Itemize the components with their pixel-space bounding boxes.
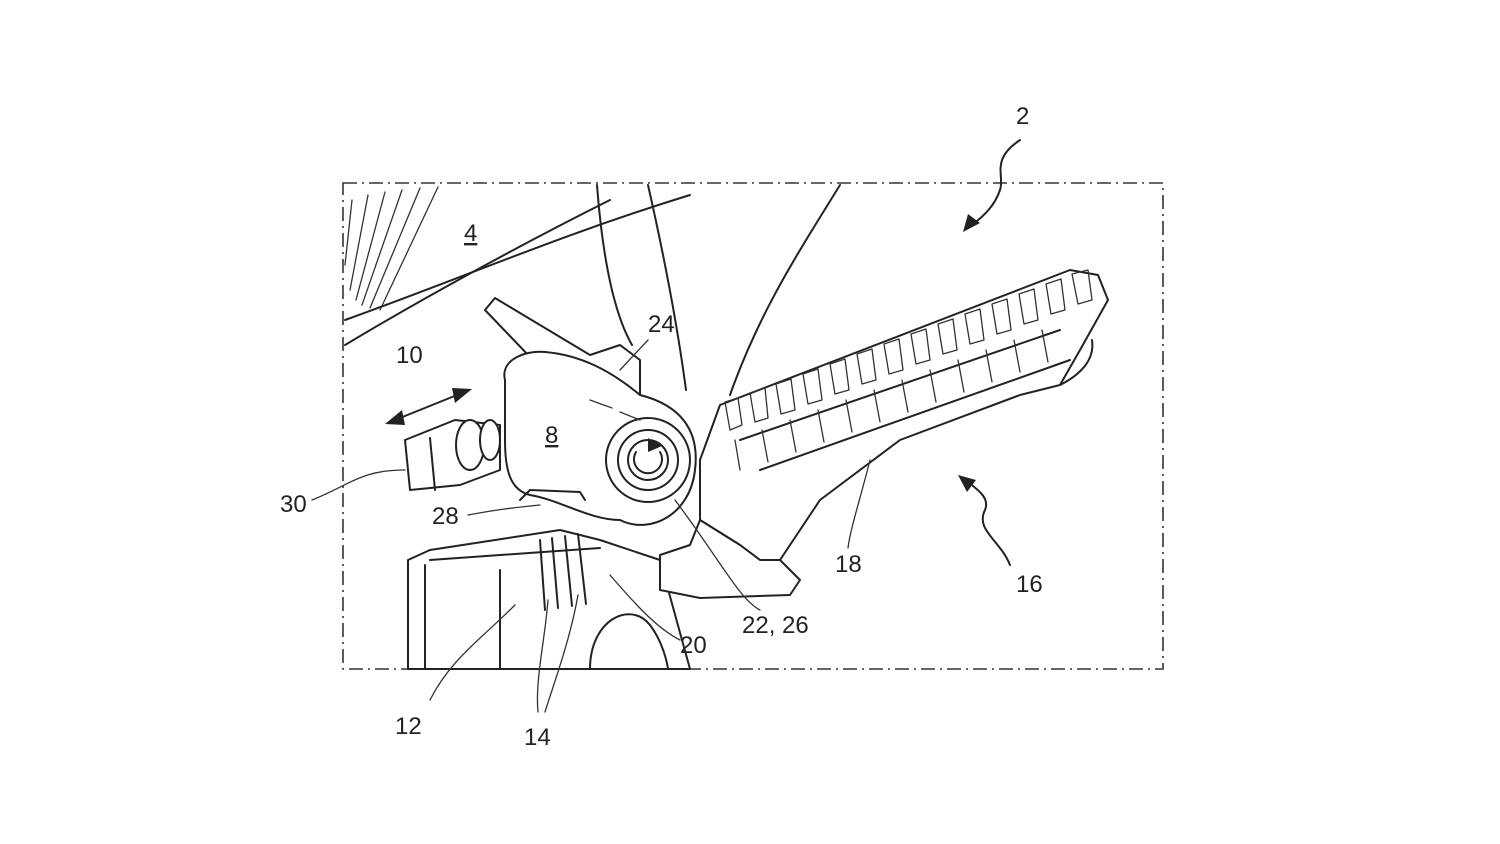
label-24: 24 <box>648 311 675 338</box>
leader-28 <box>467 504 541 516</box>
assembly-pointer-arrow-icon <box>963 139 1021 232</box>
peg-tread-teeth <box>724 269 1093 471</box>
leader-24 <box>619 339 649 371</box>
label-8: 8 <box>545 422 558 449</box>
leader-lines <box>311 339 871 713</box>
label-10: 10 <box>396 342 423 369</box>
slide-direction-arrow-icon <box>385 388 472 425</box>
footrest-peg <box>659 269 1109 599</box>
leader-18 <box>847 459 871 549</box>
vehicle-body-panel <box>344 184 841 396</box>
label-18: 18 <box>835 551 862 578</box>
leader-30 <box>311 469 406 501</box>
label-20: 20 <box>680 632 707 659</box>
pivot-bolt <box>589 399 691 503</box>
label-4: 4 <box>464 220 477 247</box>
leader-14b <box>544 594 579 713</box>
lower-bracket <box>407 529 691 670</box>
detail-frame <box>342 182 1164 670</box>
leader-22-26 <box>674 499 761 611</box>
peg-pointer-arrow-icon <box>958 475 1011 566</box>
label-28: 28 <box>432 503 459 530</box>
leader-14a <box>536 599 549 713</box>
label-30: 30 <box>280 491 307 518</box>
label-12: 12 <box>395 713 422 740</box>
locking-slider <box>404 419 501 491</box>
leader-12 <box>429 604 516 701</box>
label-22-26: 22, 26 <box>742 612 809 639</box>
rotation-arrow-icon <box>648 438 662 452</box>
label-2: 2 <box>1016 103 1029 130</box>
leader-20 <box>609 574 681 641</box>
label-14: 14 <box>524 724 551 751</box>
label-16: 16 <box>1016 571 1043 598</box>
